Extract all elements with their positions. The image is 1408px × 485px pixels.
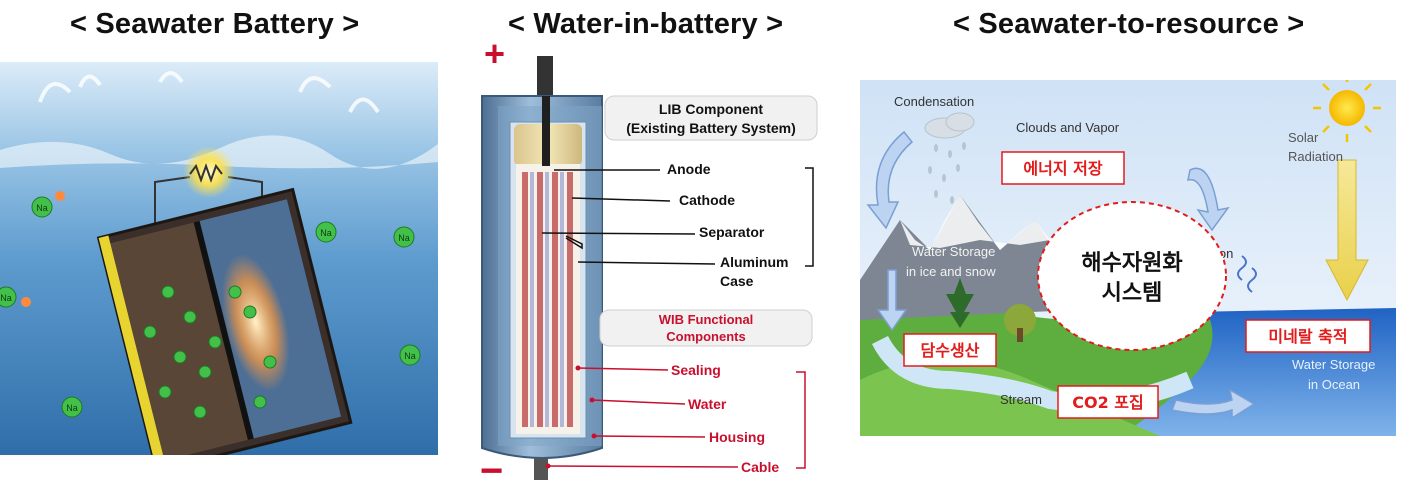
label-separator: Separator	[699, 224, 765, 240]
label-case: Case	[720, 273, 754, 289]
negative-terminal-sign: −	[480, 449, 503, 485]
center-line1: 해수자원화	[1081, 251, 1182, 276]
center-line2: 시스템	[1102, 281, 1163, 306]
benefit-mineral-accumulation: 미네랄 축적	[1245, 319, 1371, 353]
title-water-in-battery: < Water-in-battery >	[508, 8, 784, 40]
wib-box-line1: WIB Functional	[659, 312, 754, 327]
label-clouds-vapor: Clouds and Vapor	[1016, 120, 1120, 135]
label-water: Water	[688, 396, 727, 412]
title-seawater-to-resource: < Seawater-to-resource >	[953, 8, 1305, 40]
top-cable	[537, 56, 553, 98]
label-anode: Anode	[667, 161, 711, 177]
cycle-arrows	[866, 130, 1256, 420]
solar-radiation-arrow	[1325, 159, 1369, 302]
condensation-arrow	[866, 130, 914, 230]
ice-runoff-arrow	[876, 269, 908, 332]
lib-leader-lines	[541, 167, 814, 267]
ion-label: Na	[320, 228, 332, 238]
electrode-layers	[522, 172, 573, 427]
seawater-battery-illustration: Na Na Na Na Na Na	[0, 62, 438, 455]
sun-icon	[1329, 90, 1365, 126]
vapor-arrow	[1187, 167, 1230, 232]
lib-box-line2: (Existing Battery System)	[626, 120, 796, 136]
evaporation-swirls	[1237, 255, 1257, 293]
seawater-to-resource-diagram: Condensation Clouds and Vapor Solar Radi…	[860, 80, 1396, 436]
sun-rays	[1313, 80, 1381, 142]
label-condensation: Condensation	[894, 94, 974, 109]
inner-terminal	[542, 96, 550, 166]
cloud-icon	[924, 112, 975, 139]
free-ions: Na Na Na Na Na Na	[0, 191, 421, 418]
stream-outflow-arrow	[1170, 388, 1256, 420]
battery-cell	[96, 187, 353, 455]
ion-label: Na	[404, 351, 416, 361]
title-seawater-battery: < Seawater Battery >	[70, 8, 360, 40]
benefit-energy-storage: 에너지 저장	[1001, 151, 1125, 185]
mountains	[860, 195, 1075, 320]
ion-label: Na	[36, 203, 48, 213]
ion-label: Na	[0, 293, 12, 303]
wib-leader-lines	[547, 367, 806, 469]
label-sealing: Sealing	[671, 362, 721, 378]
label-cathode: Cathode	[679, 192, 735, 208]
resistor-icon	[189, 163, 223, 183]
box-energy-text: 에너지 저장	[1023, 159, 1102, 178]
rain-drops	[928, 142, 966, 204]
lib-box-line1: LIB Component	[659, 101, 764, 117]
benefit-desalination: 담수생산	[903, 333, 997, 367]
box-mineral-text: 미네랄 축적	[1268, 327, 1347, 346]
ions-inside	[143, 285, 277, 419]
ion-label: Na	[66, 403, 78, 413]
center-system-ellipse	[1037, 201, 1227, 351]
box-co2-text: CO2 포집	[1072, 393, 1144, 412]
label-housing: Housing	[709, 429, 765, 445]
ion-label: Na	[398, 233, 410, 243]
label-radiation: Radiation	[1288, 149, 1343, 164]
lib-component-box	[604, 95, 818, 141]
trees	[946, 278, 1036, 342]
wib-components-box	[599, 309, 813, 347]
benefit-co2-capture: CO2 포집	[1057, 385, 1159, 419]
wib-box-line2: Components	[666, 329, 745, 344]
wib-leader-dots	[545, 365, 597, 469]
label-solar: Solar	[1288, 130, 1319, 145]
label-cable: Cable	[741, 459, 779, 475]
label-water-storage-ice: Water Storage	[912, 244, 995, 259]
splash	[38, 71, 380, 114]
label-water-storage-ocean: Water Storage	[1292, 357, 1375, 372]
water-in-battery-diagram: + − LIB Component (Existing Battery Syst…	[480, 38, 818, 485]
box-desal-text: 담수생산	[921, 341, 980, 360]
positive-terminal-sign: +	[484, 38, 505, 74]
snow-caps	[900, 195, 1050, 250]
label-aluminum: Aluminum	[720, 254, 788, 270]
label-stream: Stream	[1000, 392, 1042, 407]
label-in-ocean: in Ocean	[1308, 377, 1360, 392]
label-ice-snow: in ice and snow	[906, 264, 996, 279]
